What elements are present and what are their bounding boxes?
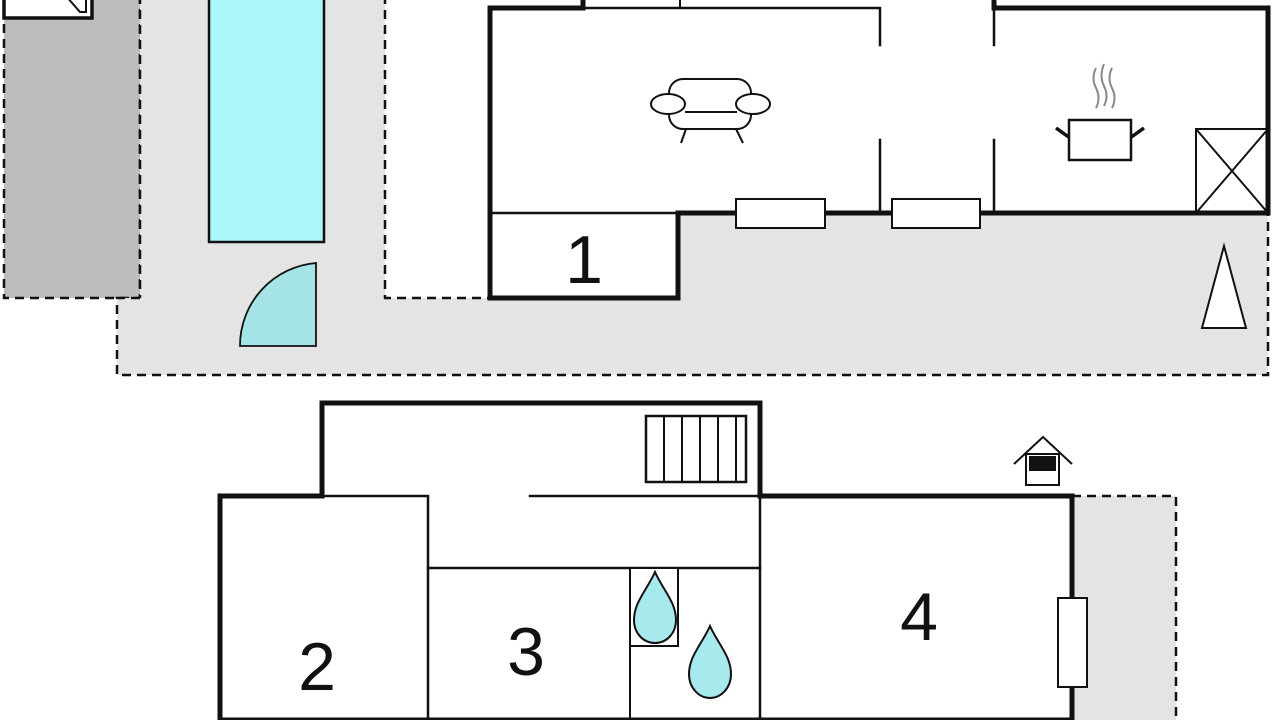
shed-icon [1013,435,1073,486]
room-2-label: 2 [298,629,336,705]
house-bottom-walls [217,400,1075,720]
room-1-label: 1 [565,222,603,298]
window [1057,597,1088,688]
car-symbol [2,0,94,20]
room-4-label: 4 [900,579,938,655]
wardrobe-icon [1195,128,1269,214]
sofa-icon [650,78,771,144]
terrace-outline [115,0,1270,377]
window [735,198,826,229]
car-detail [68,0,87,13]
window [891,198,981,229]
room-3-label: 3 [507,614,545,690]
water-drop-icon [687,623,733,700]
house-bottom-fill [220,403,1072,720]
water-drop-icon [632,569,678,645]
tent-icon [1200,242,1248,329]
side-terrace [1070,494,1178,720]
carport-area [2,0,142,300]
house-top-walls [487,0,1271,301]
cooking-pot-icon [1054,63,1146,162]
pool-gate [239,262,317,347]
terrace-area [117,0,1268,375]
stairs-icon [644,414,748,484]
pool [207,0,326,244]
